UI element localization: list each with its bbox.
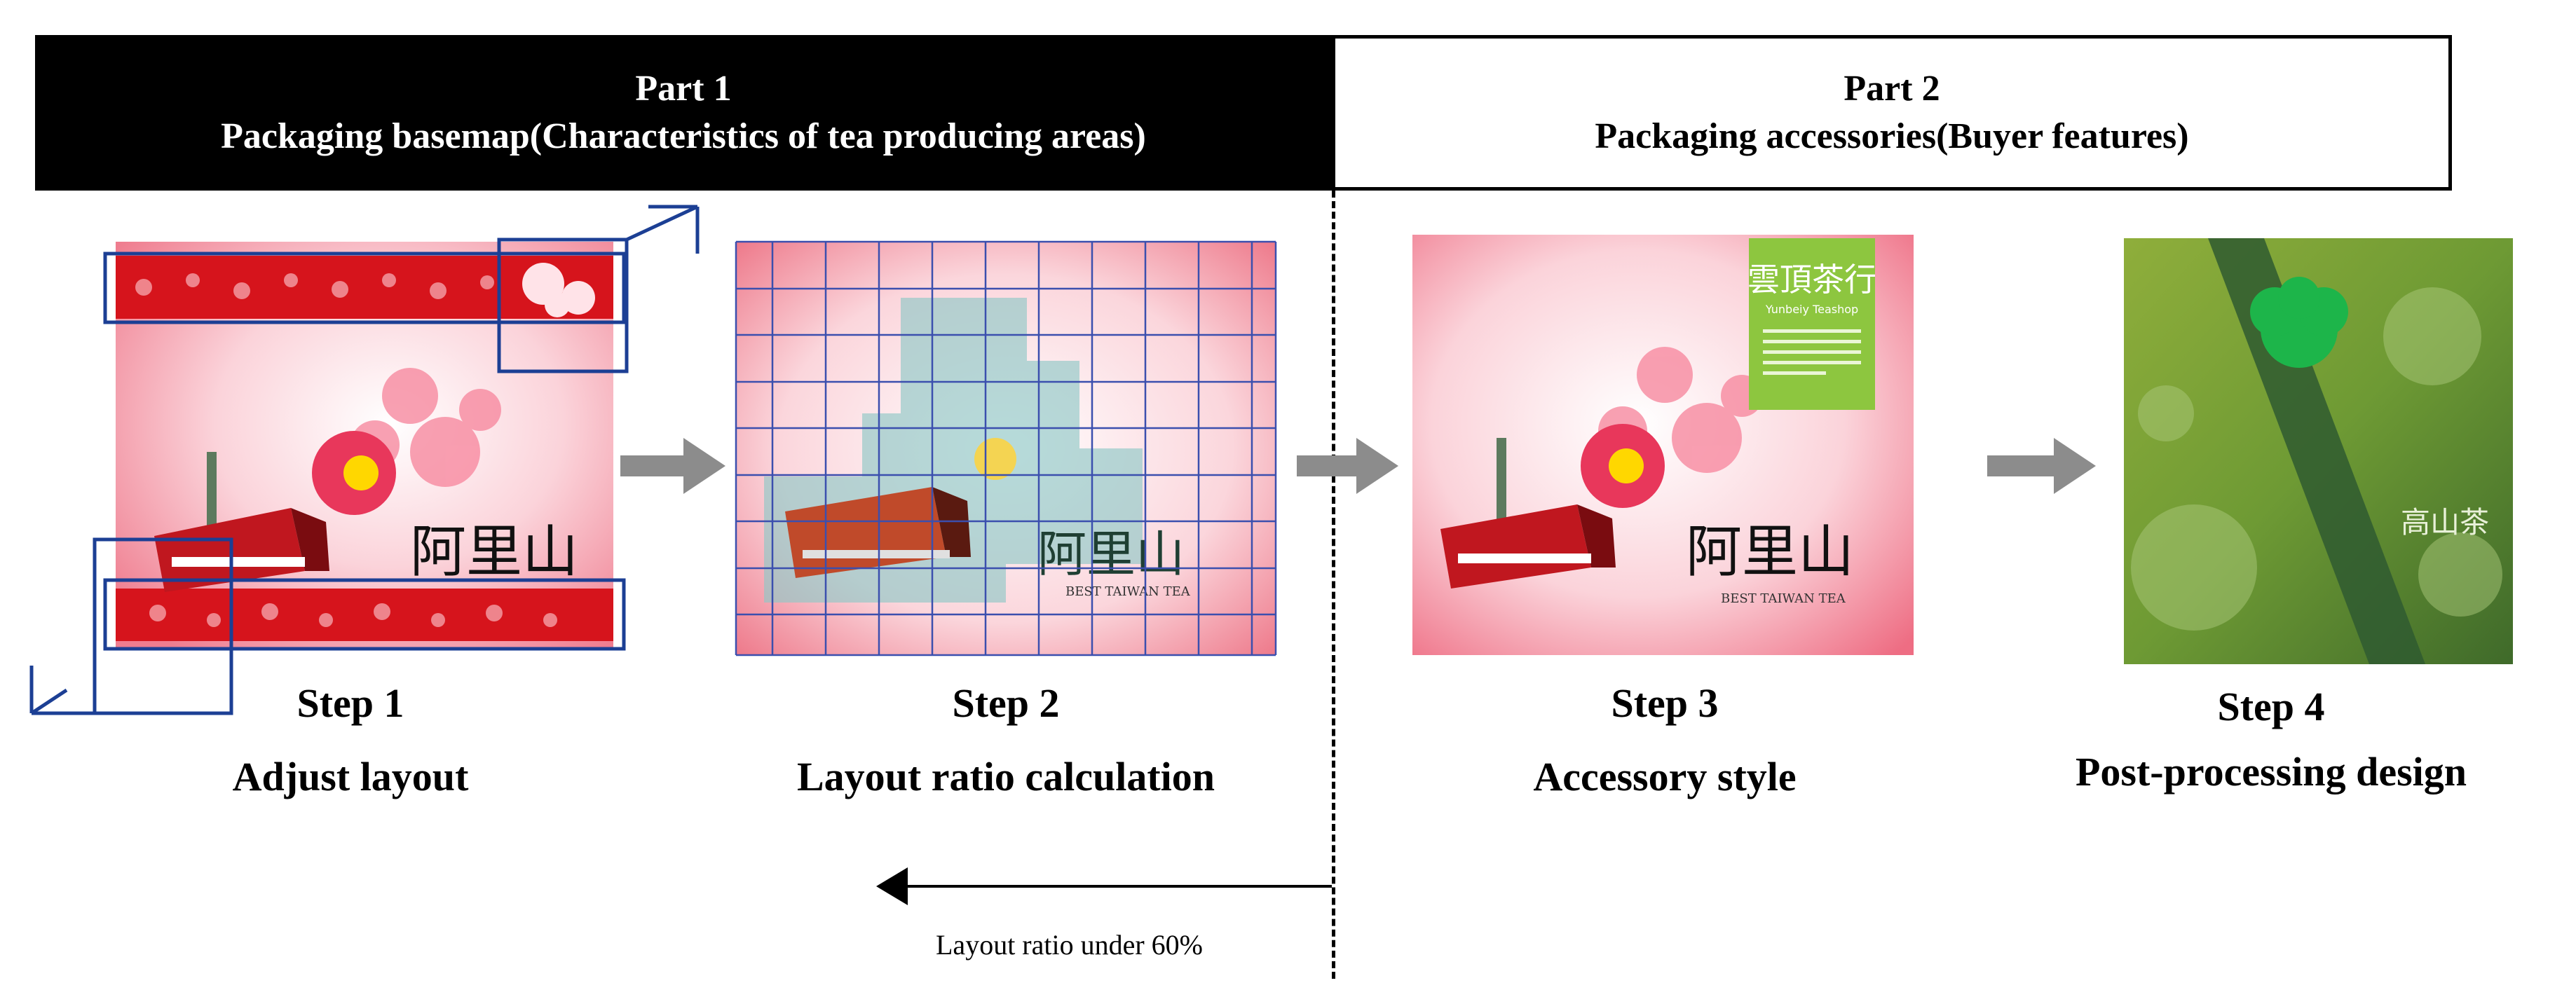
step-2-number: Step 2 [952, 680, 1060, 726]
step-1-caption: Step 1 Adjust layout [168, 680, 533, 800]
part-divider [1332, 191, 1335, 979]
arrow-step1-to-step2 [620, 438, 725, 494]
part-1-header: Part 1 Packaging basemap(Characteristics… [35, 35, 1332, 191]
step-3-caption: Step 3 Accessory style [1454, 680, 1875, 800]
part-2-subtitle: Packaging accessories(Buyer features) [1595, 116, 2189, 156]
step-4-label: Post-processing design [2075, 749, 2467, 795]
step-3-number: Step 3 [1611, 680, 1719, 726]
step-4-artwork: 高山茶 [2124, 238, 2513, 664]
part-1-title: Part 1 [635, 69, 732, 109]
step-2-layout-grid [735, 240, 1277, 656]
step-4-tea-mark: 高山茶 [2401, 505, 2489, 539]
step-2-caption: Step 2 Layout ratio calculation [722, 680, 1290, 800]
arrow-step2-to-step3 [1297, 438, 1398, 494]
step-3-tea-text: BEST TAIWAN TEA [1721, 591, 1846, 606]
feedback-arrow [876, 867, 1332, 905]
step-3-brand-caption: Yunbeiy Teashop [1765, 303, 1858, 316]
step-1-calligraphy: 阿里山 [410, 519, 578, 584]
step-2-label: Layout ratio calculation [796, 754, 1215, 799]
flow-arrows [620, 438, 2096, 494]
step-2-calligraphy: 阿里山 [1037, 525, 1185, 583]
step-1-label: Adjust layout [232, 754, 469, 799]
step-1-adjust-frames [29, 205, 700, 715]
step-4-caption: Step 4 Post-processing design [2005, 683, 2537, 795]
step-3-label: Accessory style [1533, 754, 1797, 799]
arrow-step3-to-step4 [1987, 438, 2096, 494]
feedback-label: Layout ratio under 60% [936, 929, 1203, 961]
step-2-packaging-image: 阿里山 BEST TAIWAN TEA [736, 242, 1276, 655]
step-3-packaging-image: 阿里山 BEST TAIWAN TEA 雲頂茶行 Yunbeiy Teashop [1412, 235, 1914, 655]
part-2-header: Part 2 Packaging accessories(Buyer featu… [1332, 35, 2452, 191]
step-4-packaging-image: 高山茶 [2124, 238, 2513, 664]
step-2-artwork: 阿里山 BEST TAIWAN TEA [736, 242, 1276, 655]
step-4-number: Step 4 [2217, 684, 2325, 729]
part-1-subtitle: Packaging basemap(Characteristics of tea… [221, 116, 1146, 156]
step-2-tea-text: BEST TAIWAN TEA [1065, 584, 1191, 599]
part-2-title: Part 2 [1844, 69, 1940, 109]
step-3-artwork: 阿里山 BEST TAIWAN TEA 雲頂茶行 Yunbeiy Teashop [1412, 235, 1914, 655]
step-3-calligraphy: 阿里山 [1686, 519, 1854, 584]
step-3-brand-mark: 雲頂茶行 [1747, 261, 1876, 298]
step-1-number: Step 1 [297, 680, 404, 726]
